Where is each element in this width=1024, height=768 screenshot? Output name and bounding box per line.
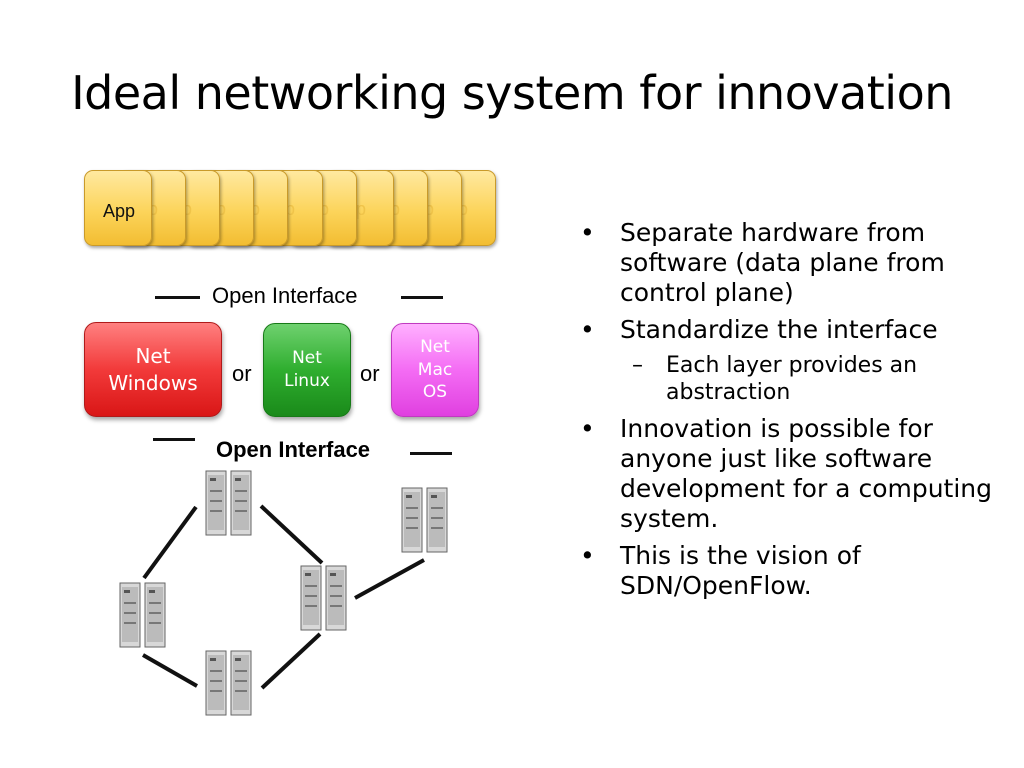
os-label: Windows [108,370,198,395]
app-stack: p p p p p p p p p p App [84,170,496,250]
interface-line-right [410,452,452,455]
app-label: App [102,201,136,221]
os-label: Mac [417,359,453,380]
open-interface-bottom: Open Interface [216,437,371,462]
bullet-list: • Separate hardware from software (data … [578,218,998,608]
os-label: Linux [284,371,330,391]
interface-line-left [153,438,195,441]
app-label: p [423,199,434,219]
app-label: p [249,199,260,219]
bullet-text: Innovation is possible for anyone just l… [620,414,993,533]
network-link [142,505,198,580]
net-linux-box: Net Linux [263,323,351,417]
app-label: p [181,199,192,219]
sub-bullet-text: Each layer provides an abstraction [666,353,918,405]
network-link [142,653,198,688]
server-rack-icon [205,650,252,716]
os-label: Net [292,348,322,369]
bullet-dot-icon: • [580,541,595,570]
app-box-front: App [84,170,152,246]
bullet-dot-icon: • [580,218,595,247]
interface-line-left [155,296,200,299]
app-label: p [147,199,158,219]
bullet-item: • This is the vision of SDN/OpenFlow. [578,541,998,601]
network-link [259,504,324,565]
app-label: p [457,199,468,219]
server-rack-icon [401,487,448,553]
or-label: or [232,361,252,386]
network-link [354,558,425,600]
server-rack-icon [119,582,166,648]
dash-icon: – [632,353,643,378]
server-rack-icon [205,470,252,536]
bullet-text: This is the vision of SDN/OpenFlow. [620,541,861,600]
open-interface-top: Open Interface [212,283,358,308]
bullet-dot-icon: • [580,315,595,344]
server-rack-icon [300,565,347,631]
app-label: p [355,199,366,219]
network-link [260,632,322,690]
bullet-item: • Innovation is possible for anyone just… [578,414,998,534]
or-label: or [360,361,380,386]
app-label: p [284,199,295,219]
bullet-dot-icon: • [580,414,595,443]
bullet-text: Standardize the interface [620,315,938,344]
net-mac-os-box: Net Mac OS [391,323,479,417]
bullet-item: • Standardize the interface [578,315,998,345]
os-label: OS [422,382,448,403]
app-label: p [389,199,400,219]
os-label: Net [420,336,450,357]
bullet-text: Separate hardware from software (data pl… [620,218,945,307]
interface-line-right [401,296,443,299]
net-windows-box: Net Windows [84,322,222,417]
app-label: p [215,199,226,219]
bullet-item: • Separate hardware from software (data … [578,218,998,308]
sub-bullet-item: – Each layer provides an abstraction [578,352,998,406]
os-label: Net [135,343,171,368]
slide-title: Ideal networking system for innovation [71,66,953,120]
app-label: p [318,199,329,219]
